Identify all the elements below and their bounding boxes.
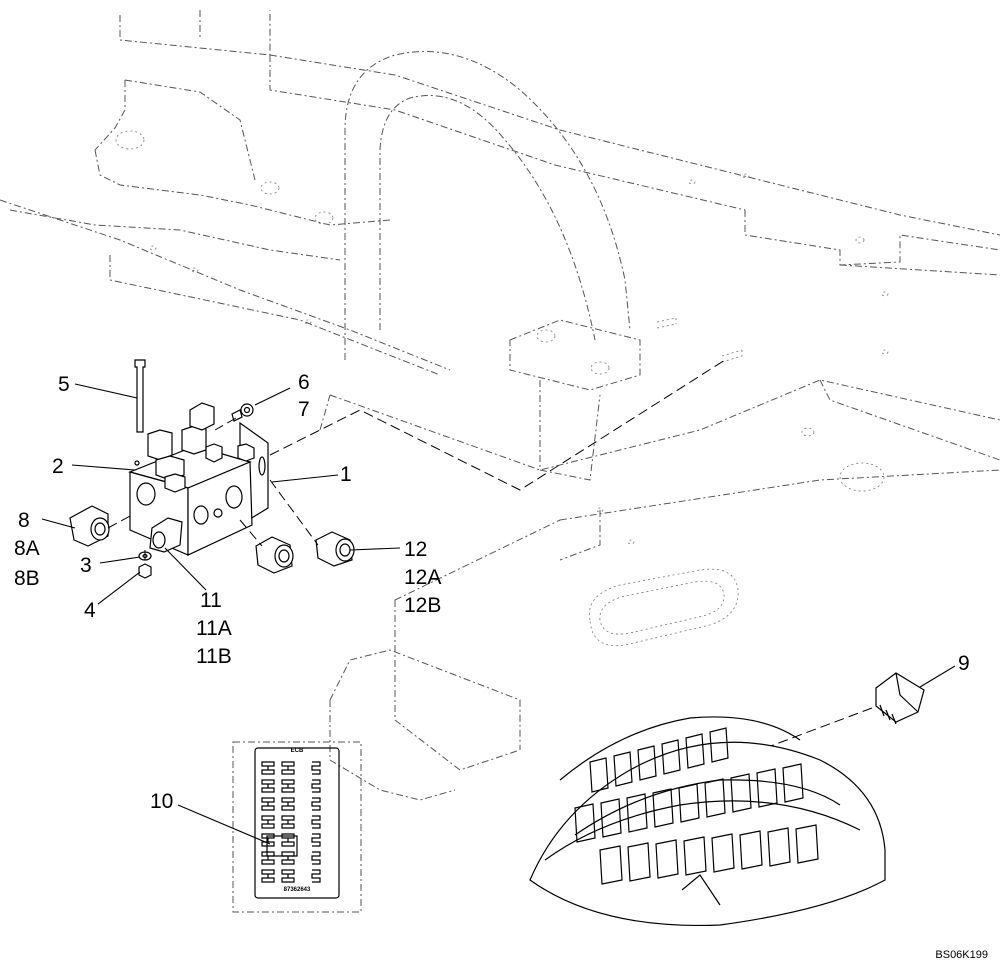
callout-5: 5: [58, 373, 70, 396]
callout-8b: 8B: [14, 567, 40, 590]
fuse-slot: [281, 797, 295, 811]
nut-4: [138, 563, 152, 579]
callout-12b: 12B: [404, 594, 441, 617]
console-cell: [626, 793, 648, 833]
callout-3: 3: [80, 554, 92, 577]
drawing-reference: BS06K199: [935, 949, 988, 961]
console-cell: [599, 845, 623, 885]
callout-4: 4: [84, 599, 96, 622]
fuse-slot: [261, 779, 275, 793]
fuse-panel-part-number: 87362643: [284, 887, 311, 893]
console-cell: [739, 830, 763, 870]
console-cell: [652, 788, 674, 828]
callout-12: 12: [404, 538, 427, 561]
washer-nut-6-7: [231, 403, 254, 422]
relay-strip: [311, 815, 321, 829]
chassis-frame-phantom: [0, 10, 1000, 801]
callout-8a: 8A: [14, 537, 40, 560]
frame-holes: [115, 130, 889, 545]
console-cell: [711, 833, 735, 873]
fuse-slot: [281, 761, 295, 775]
console-cell: [627, 842, 651, 882]
fuse-slot: [281, 851, 295, 865]
fuse-slot: [261, 869, 275, 883]
fuse-slot: [281, 833, 295, 847]
console-cell: [782, 763, 804, 803]
mounting-pins: [656, 317, 743, 363]
callout-1: 1: [340, 463, 352, 486]
console-cell: [574, 803, 596, 843]
fitting-8: [69, 505, 110, 547]
fuse-slot: [261, 761, 275, 775]
fitting-12: [315, 531, 355, 567]
switch-line: [759, 707, 873, 751]
fuse-panel-header: ECB: [291, 748, 304, 754]
callout-6: 6: [298, 371, 310, 394]
valve-block-assembly: [128, 359, 269, 556]
fitting-11: [255, 536, 294, 574]
fuse-slot: [261, 815, 275, 829]
console-cell: [678, 783, 700, 823]
mounting-centerline: [269, 359, 726, 491]
callout-12a: 12A: [404, 566, 441, 589]
callout-8: 8: [18, 509, 30, 532]
callout-labels: 5 6 7 2 1 8 8A 8B 3 4 11 11A 11B 12 12A …: [14, 371, 988, 961]
console-cell: [756, 768, 778, 808]
assembly-lines: [107, 417, 319, 565]
leader-lines: [41, 383, 956, 845]
switch-9: [875, 672, 925, 725]
fuse-panel: ECB 87362643: [232, 741, 362, 913]
fuse-slot: [261, 833, 275, 847]
console-cell: [637, 745, 657, 781]
relay-strip: [311, 779, 321, 793]
console-cell: [589, 757, 609, 793]
fuse-slot: [261, 851, 275, 865]
console-bezel: [529, 716, 886, 927]
relay-strip: [311, 869, 321, 883]
console-cell: [730, 773, 752, 813]
relay-strip: [311, 797, 321, 811]
console-cell: [661, 739, 681, 775]
fuse-slot: [261, 797, 275, 811]
callout-9: 9: [958, 652, 970, 675]
fuse-slot: [281, 869, 295, 883]
relay-strip: [311, 761, 321, 775]
console-cell: [767, 827, 791, 867]
callout-7: 7: [298, 398, 310, 421]
callout-11: 11: [200, 589, 222, 612]
relay-strip: [311, 851, 321, 865]
console-cell: [704, 778, 726, 818]
callout-11b: 11B: [196, 645, 232, 668]
console-cell: [795, 824, 819, 864]
callout-10: 10: [150, 790, 173, 813]
fuse-slot: [281, 815, 295, 829]
console-cell: [600, 798, 622, 838]
console-cell: [613, 751, 633, 787]
relay-strip: [311, 833, 321, 847]
callout-11a: 11A: [196, 617, 232, 640]
console-cell: [685, 733, 705, 769]
fuse-slot: [281, 779, 295, 793]
callout-2: 2: [52, 455, 64, 478]
console-cell: [709, 727, 729, 763]
console-cell: [655, 839, 679, 879]
console-cell: [683, 836, 707, 876]
